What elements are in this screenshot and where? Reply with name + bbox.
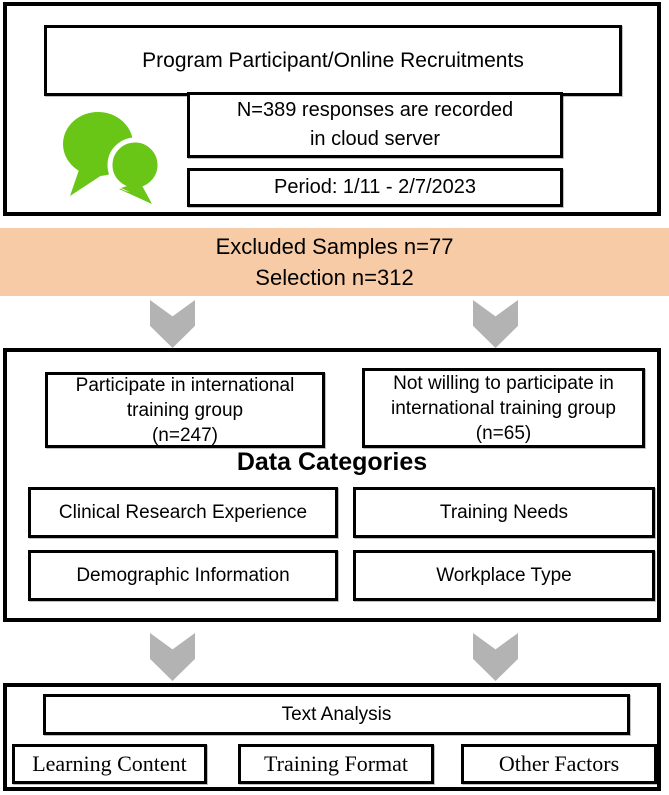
category-label: Demographic Information xyxy=(76,564,290,586)
analysis-learning-content-box: Learning Content xyxy=(12,744,207,784)
recruitment-section: Program Participant/Online Recruitments … xyxy=(3,2,661,216)
recruitment-title: Program Participant/Online Recruitments xyxy=(142,48,524,72)
participate-line2: training group xyxy=(126,399,244,421)
text-analysis-label: Text Analysis xyxy=(281,703,392,725)
down-arrow-icon xyxy=(473,633,518,681)
text-analysis-box: Text Analysis xyxy=(43,694,630,735)
down-arrow-icon xyxy=(150,300,195,348)
not-willing-count: (n=65) xyxy=(475,422,532,444)
not-willing-group-box: Not willing to participate in internatio… xyxy=(362,368,645,448)
category-label: Clinical Research Experience xyxy=(58,501,308,523)
category-label: Training Needs xyxy=(439,501,569,523)
analysis-item-label: Other Factors xyxy=(498,751,620,776)
analysis-item-label: Learning Content xyxy=(32,751,187,776)
category-training-needs: Training Needs xyxy=(353,487,655,538)
responses-line1: N=389 responses are recorded xyxy=(236,99,514,121)
category-demographic-information: Demographic Information xyxy=(28,550,338,601)
participate-group-box: Participate in international training gr… xyxy=(45,372,325,448)
chat-bubbles-icon xyxy=(58,103,163,207)
down-arrow-icon xyxy=(473,300,518,348)
responses-line2: in cloud server xyxy=(309,128,441,150)
excluded-samples-text: Excluded Samples n=77 xyxy=(215,234,454,259)
exclusion-banner: Excluded Samples n=77 Selection n=312 xyxy=(0,228,669,296)
categories-section: Participate in international training gr… xyxy=(3,348,661,622)
analysis-training-format-box: Training Format xyxy=(238,744,434,784)
category-workplace-type: Workplace Type xyxy=(353,550,655,601)
period-text: Period: 1/11 - 2/7/2023 xyxy=(274,176,476,198)
analysis-item-label: Training Format xyxy=(263,751,409,776)
text-analysis-section: Text Analysis Learning Content Training … xyxy=(3,683,661,791)
analysis-other-factors-box: Other Factors xyxy=(461,744,657,784)
category-label: Workplace Type xyxy=(436,564,572,586)
selection-text: Selection n=312 xyxy=(255,265,414,290)
period-box: Period: 1/11 - 2/7/2023 xyxy=(187,168,563,207)
not-willing-line2: international training group xyxy=(391,397,616,419)
participate-count: (n=247) xyxy=(151,424,219,446)
down-arrow-icon xyxy=(150,633,195,681)
participate-line1: Participate in international xyxy=(75,374,295,396)
category-clinical-research-experience: Clinical Research Experience xyxy=(28,487,338,538)
recruitment-title-box: Program Participant/Online Recruitments xyxy=(44,25,622,96)
data-categories-heading: Data Categories xyxy=(236,448,428,476)
not-willing-line1: Not willing to participate in xyxy=(393,372,614,394)
responses-box: N=389 responses are recorded in cloud se… xyxy=(187,92,563,158)
